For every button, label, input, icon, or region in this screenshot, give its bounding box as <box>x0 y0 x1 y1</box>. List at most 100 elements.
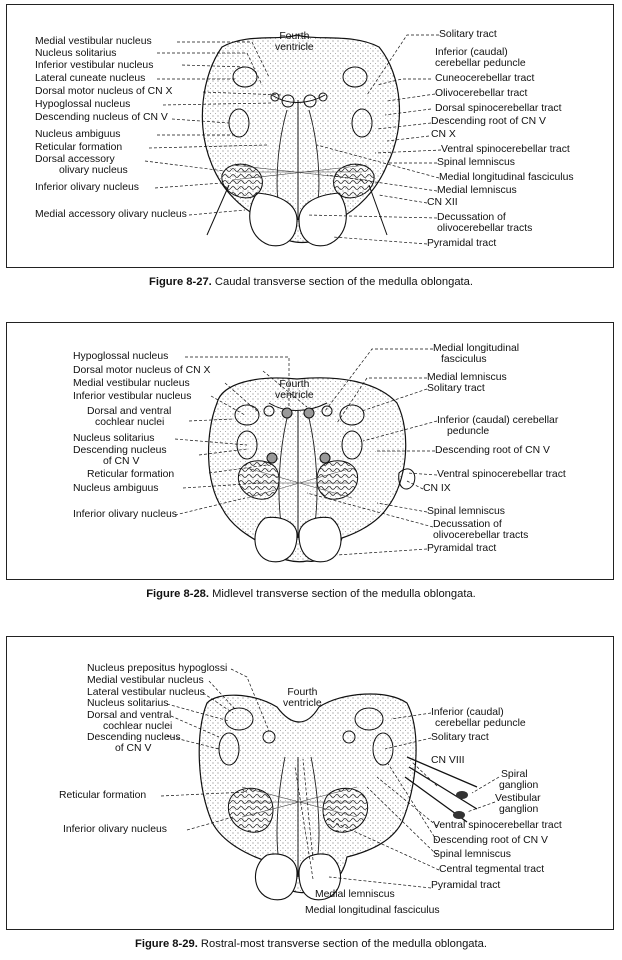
label-inferior-caudal-cerebellar: Inferior (caudal) cerebellar <box>437 415 559 426</box>
label-dorsal-ventral: Dorsal and ventral <box>87 710 172 721</box>
figure-8-27-drawing <box>144 34 442 247</box>
label-dorsal-motor-nucleus: Dorsal motor nucleus of CN X <box>73 365 211 376</box>
label-dorsal-motor-nucleus: Dorsal motor nucleus of CN X <box>35 86 173 97</box>
label-decussation-of: Decussation of <box>433 519 502 530</box>
ventricle-line-2: ventricle <box>275 42 314 53</box>
caption-text: Rostral-most transverse section of the m… <box>200 938 487 950</box>
label-nucleus-prepositus-hypoglossi: Nucleus prepositus hypoglossi <box>87 663 228 674</box>
label-nucleus-ambiguus: Nucleus ambiguus <box>73 483 159 494</box>
label-descending-root-cn-v: Descending root of CN V <box>435 445 550 456</box>
label-medial-vestibular-nucleus: Medial vestibular nucleus <box>87 675 204 686</box>
label-ventral-spinocerebellar-tract: Ventral spinocerebellar tract <box>433 820 562 831</box>
label-olivocerebellar-tract: Olivocerebellar tract <box>435 88 528 99</box>
label-olivocerebellar-tracts: olivocerebellar tracts <box>437 223 533 234</box>
label-reticular-formation: Reticular formation <box>87 469 175 480</box>
fourth-ventricle-label: Fourth ventricle <box>275 379 314 401</box>
label-inferior-vestibular-nucleus: Inferior vestibular nucleus <box>35 60 154 71</box>
label-solitary-tract: Solitary tract <box>431 732 489 743</box>
label-inferior-olivary-nucleus: Inferior olivary nucleus <box>35 182 139 193</box>
label-ventral-spinocerebellar-tract: Ventral spinocerebellar tract <box>437 469 566 480</box>
label-medial-accessory-olivary-nucleus: Medial accessory olivary nucleus <box>35 209 187 220</box>
label-nucleus-ambiguus: Nucleus ambiguus <box>35 129 121 140</box>
figure-8-27-panel: Fourth ventricle Medial vestibular nucle… <box>6 4 614 268</box>
caption-number: Figure 8-27. <box>149 276 212 288</box>
label-of-cn-v: of CN V <box>115 743 152 754</box>
label-reticular-formation: Reticular formation <box>35 142 123 153</box>
label-peduncle: peduncle <box>447 426 490 437</box>
label-ventral-spinocerebellar-tract: Ventral spinocerebellar tract <box>441 144 570 155</box>
label-medial-lemniscus: Medial lemniscus <box>427 372 507 383</box>
figure-8-29-caption: Figure 8-29. Rostral-most transverse sec… <box>0 938 622 950</box>
figure-8-28-caption: Figure 8-28. Midlevel transverse section… <box>0 588 622 600</box>
label-of-cn-v: of CN V <box>103 456 140 467</box>
label-olivary-nucleus: olivary nucleus <box>59 165 128 176</box>
figure-8-29-drawing <box>160 668 500 901</box>
label-spinal-lemniscus: Spinal lemniscus <box>427 506 505 517</box>
label-pyramidal-tract: Pyramidal tract <box>427 543 497 554</box>
label-descending-nucleus-cn-v: Descending nucleus of CN V <box>35 112 168 123</box>
label-cn-ix: CN IX <box>423 483 451 494</box>
label-cerebellar-peduncle: cerebellar peduncle <box>435 58 526 69</box>
figure-8-28-panel: Fourth ventricle Hypoglossal nucleus Dor… <box>6 322 614 580</box>
label-pyramidal-tract: Pyramidal tract <box>427 238 497 249</box>
label-hypoglossal-nucleus: Hypoglossal nucleus <box>73 351 169 362</box>
label-descending-nucleus: Descending nucleus <box>73 445 167 456</box>
label-lateral-cuneate-nucleus: Lateral cuneate nucleus <box>35 73 146 84</box>
figure-8-27-caption: Figure 8-27. Caudal transverse section o… <box>0 276 622 288</box>
label-vestibular-ganglion: ganglion <box>499 804 539 815</box>
label-nucleus-solitarius: Nucleus solitarius <box>87 698 169 709</box>
label-fasciculus: fasciculus <box>441 354 487 365</box>
label-dorsal-accessory: Dorsal accessory <box>35 154 115 165</box>
label-nucleus-solitarius: Nucleus solitarius <box>35 48 117 59</box>
ventricle-line-1: Fourth <box>279 31 310 42</box>
label-medial-vestibular-nucleus: Medial vestibular nucleus <box>35 36 152 47</box>
ventricle-line-2: ventricle <box>283 698 322 709</box>
label-spinal-lemniscus: Spinal lemniscus <box>437 157 515 168</box>
fourth-ventricle-label: Fourth ventricle <box>283 687 322 709</box>
label-hypoglossal-nucleus: Hypoglossal nucleus <box>35 99 131 110</box>
label-olivocerebellar-tracts: olivocerebellar tracts <box>433 530 529 541</box>
label-medial-longitudinal: Medial longitudinal <box>433 343 520 354</box>
label-medial-longitudinal-fasciculus: Medial longitudinal fasciculus <box>439 172 574 183</box>
label-cn-x: CN X <box>431 129 456 140</box>
label-medial-lemniscus-bottom: Medial lemniscus <box>315 889 395 900</box>
label-cuneocerebellar-tract: Cuneocerebellar tract <box>435 73 535 84</box>
label-cn-xii: CN XII <box>427 197 458 208</box>
ventricle-line-2: ventricle <box>275 390 314 401</box>
label-lateral-vestibular-nucleus: Lateral vestibular nucleus <box>87 687 205 698</box>
figure-8-29-panel: Fourth ventricle Nucleus prepositus hypo… <box>6 636 614 930</box>
label-descending-root-cn-v: Descending root of CN V <box>431 116 546 127</box>
label-reticular-formation: Reticular formation <box>59 790 147 801</box>
label-pyramidal-tract: Pyramidal tract <box>431 880 501 891</box>
label-inferior-vestibular-nucleus: Inferior vestibular nucleus <box>73 391 192 402</box>
caption-number: Figure 8-29. <box>135 938 198 950</box>
caption-text: Caudal transverse section of the medulla… <box>214 276 473 288</box>
label-decussation-of: Decussation of <box>437 212 506 223</box>
caption-number: Figure 8-28. <box>146 588 209 600</box>
label-central-tegmental-tract: Central tegmental tract <box>439 864 545 875</box>
label-nucleus-solitarius: Nucleus solitarius <box>73 433 155 444</box>
label-descending-nucleus: Descending nucleus <box>87 732 181 743</box>
label-cochlear-nuclei: cochlear nuclei <box>95 417 165 428</box>
figure-8-28-drawing <box>174 348 438 563</box>
label-spiral: Spiral <box>501 769 528 780</box>
label-spiral-ganglion: ganglion <box>499 780 539 791</box>
label-inferior-caudal: Inferior (caudal) <box>431 707 504 718</box>
label-vestibular: Vestibular <box>495 793 541 804</box>
ventricle-line-1: Fourth <box>287 687 318 698</box>
label-inferior-olivary-nucleus: Inferior olivary nucleus <box>73 509 177 520</box>
ventricle-line-1: Fourth <box>279 379 310 390</box>
label-spinal-lemniscus: Spinal lemniscus <box>433 849 511 860</box>
label-cn-viii: CN VIII <box>431 755 465 766</box>
label-solitary-tract: Solitary tract <box>439 29 497 40</box>
label-dorsal-spinocerebellar-tract: Dorsal spinocerebellar tract <box>435 103 562 114</box>
label-cerebellar-peduncle: cerebellar peduncle <box>435 718 526 729</box>
label-solitary-tract: Solitary tract <box>427 383 485 394</box>
label-dorsal-ventral: Dorsal and ventral <box>87 406 172 417</box>
label-inferior-caudal: Inferior (caudal) <box>435 47 508 58</box>
label-medial-lemniscus: Medial lemniscus <box>437 185 517 196</box>
label-medial-vestibular-nucleus: Medial vestibular nucleus <box>73 378 190 389</box>
label-medial-longitudinal-fasciculus-bottom: Medial longitudinal fasciculus <box>305 905 440 916</box>
label-cochlear-nuclei: cochlear nuclei <box>103 721 173 732</box>
label-inferior-olivary-nucleus: Inferior olivary nucleus <box>63 824 167 835</box>
